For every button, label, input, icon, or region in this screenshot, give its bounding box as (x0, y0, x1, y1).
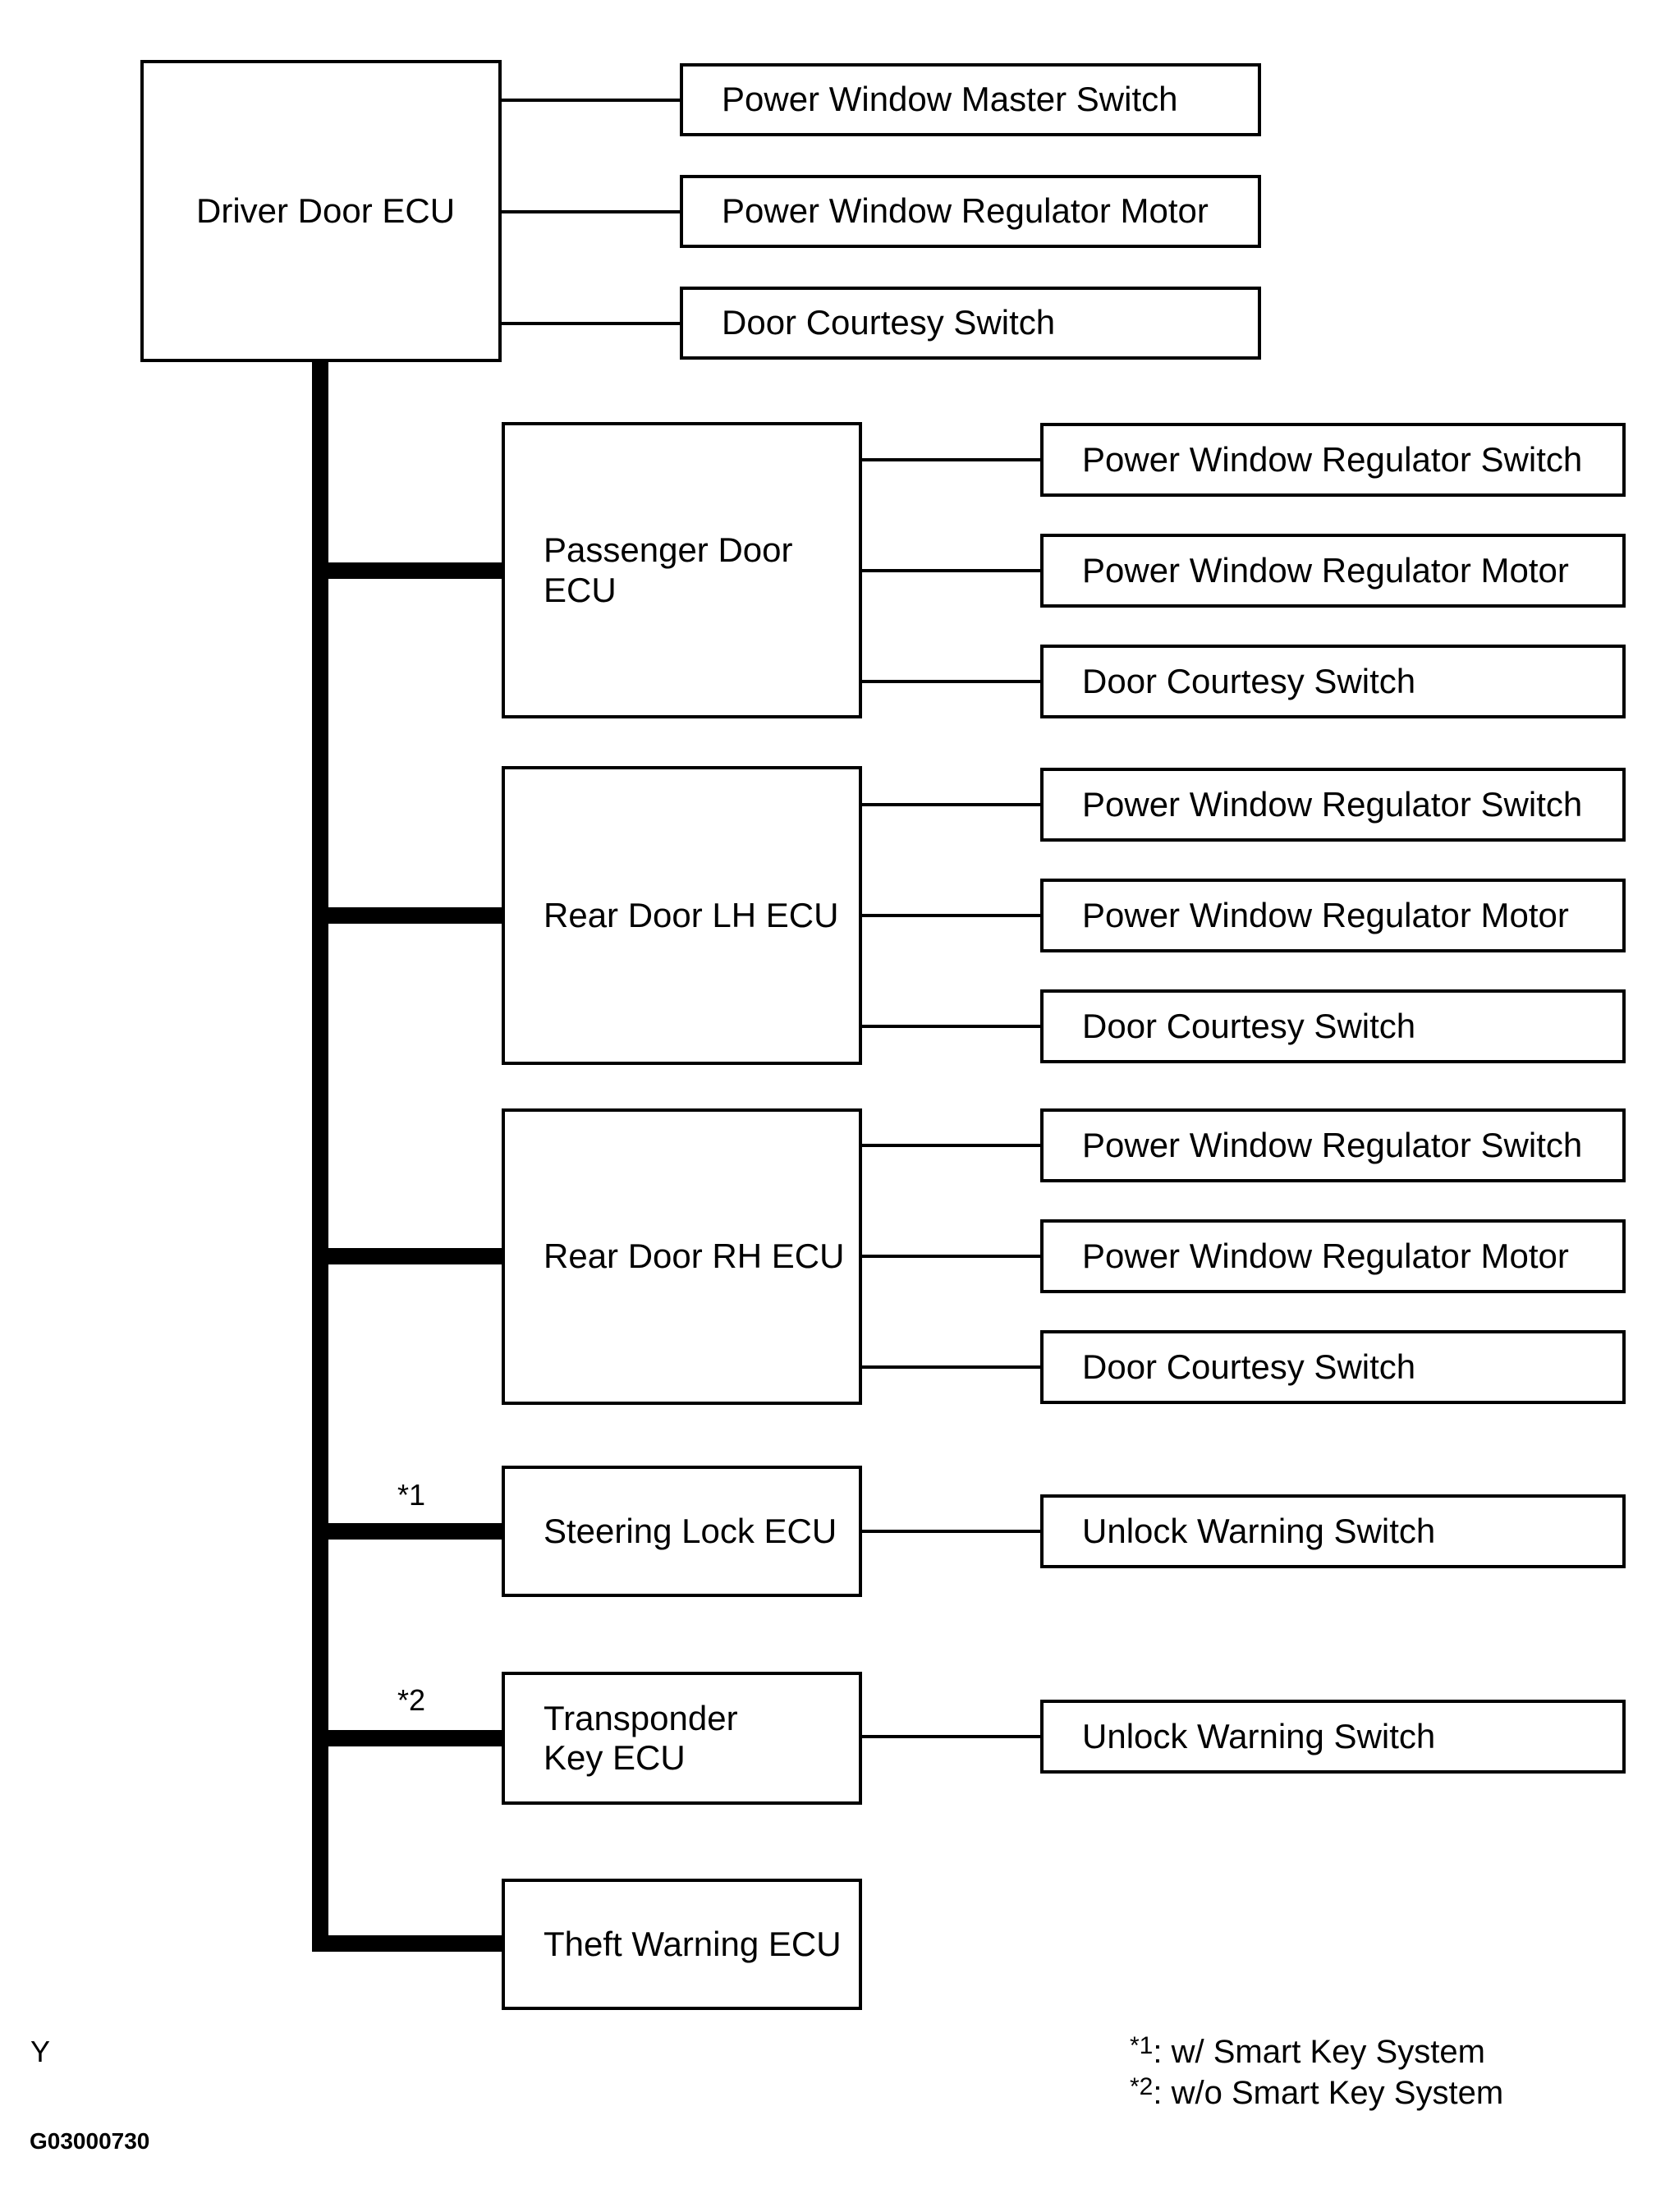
connector-line-driver-regulator-motor (502, 210, 680, 213)
component-box-rear-lh-power-window-regulator-motor: Power Window Regulator Motor (1040, 879, 1626, 952)
component-box-driver-door-courtesy-switch: Door Courtesy Switch (680, 287, 1261, 360)
component-label: Power Window Regulator Motor (1082, 1236, 1569, 1275)
component-box-power-window-master-switch: Power Window Master Switch (680, 63, 1261, 136)
component-box-rear-lh-door-courtesy-switch: Door Courtesy Switch (1040, 989, 1626, 1063)
component-label: Unlock Warning Switch (1082, 1716, 1436, 1755)
bus-branch-line-passenger-door (312, 562, 502, 579)
ecu-label-rear-door-lh: Rear Door LH ECU (544, 895, 839, 934)
ecu-label-passenger-door: Passenger Door ECU (544, 530, 793, 609)
bus-branch-line-transponder-key (312, 1730, 502, 1746)
bus-branch-line-steering-lock (312, 1523, 502, 1540)
bus-branch-line-theft-warning (312, 1935, 502, 1952)
legend-text: : w/o Smart Key System (1153, 2075, 1504, 2111)
ecu-label-steering-lock: Steering Lock ECU (544, 1511, 837, 1550)
connector-line-transponder-unlock-warning (862, 1735, 1040, 1738)
ecu-box-passenger-door: Passenger Door ECU (502, 422, 862, 718)
component-box-driver-power-window-regulator-motor: Power Window Regulator Motor (680, 175, 1261, 248)
component-box-transponder-unlock-warning-switch: Unlock Warning Switch (1040, 1700, 1626, 1774)
legend-text: : w/ Smart Key System (1153, 2034, 1485, 2070)
legend-item-no-smart-key: *2: w/o Smart Key System (1130, 2072, 1503, 2113)
connector-line-rear-lh-regulator-motor (862, 914, 1040, 917)
component-label: Power Window Regulator Motor (722, 191, 1209, 231)
ecu-box-rear-door-lh: Rear Door LH ECU (502, 766, 862, 1065)
figure-id: G03000730 (30, 2128, 150, 2154)
legend-marker: *2 (1130, 2073, 1154, 2100)
component-label: Door Courtesy Switch (1082, 661, 1416, 700)
component-label: Power Window Master Switch (722, 80, 1178, 119)
component-box-rear-rh-door-courtesy-switch: Door Courtesy Switch (1040, 1330, 1626, 1404)
component-label: Door Courtesy Switch (722, 303, 1056, 342)
component-label: Power Window Regulator Motor (1082, 895, 1569, 934)
connector-line-rear-rh-regulator-motor (862, 1255, 1040, 1258)
note-marker-steering-lock: *1 (397, 1478, 426, 1512)
component-label: Door Courtesy Switch (1082, 1347, 1416, 1386)
connector-line-rear-rh-courtesy-switch (862, 1365, 1040, 1369)
component-box-passenger-power-window-regulator-switch: Power Window Regulator Switch (1040, 423, 1626, 497)
legend: *1: w/ Smart Key System *2: w/o Smart Ke… (1130, 2031, 1503, 2113)
component-box-rear-lh-power-window-regulator-switch: Power Window Regulator Switch (1040, 768, 1626, 842)
page-marker: Y (30, 2035, 51, 2068)
connector-line-passenger-regulator-switch (862, 458, 1040, 461)
connector-line-passenger-regulator-motor (862, 569, 1040, 572)
bus-trunk-line (312, 362, 328, 1952)
ecu-box-rear-door-rh: Rear Door RH ECU (502, 1108, 862, 1405)
ecu-box-theft-warning: Theft Warning ECU (502, 1879, 862, 2010)
bus-branch-line-rear-door-rh (312, 1248, 502, 1264)
component-box-steering-unlock-warning-switch: Unlock Warning Switch (1040, 1494, 1626, 1568)
connector-line-rear-lh-courtesy-switch (862, 1025, 1040, 1028)
component-box-rear-rh-power-window-regulator-switch: Power Window Regulator Switch (1040, 1108, 1626, 1182)
ecu-label-transponder-key: Transponder Key ECU (544, 1698, 738, 1777)
ecu-box-steering-lock: Steering Lock ECU (502, 1466, 862, 1597)
bus-branch-line-rear-door-lh (312, 907, 502, 924)
ecu-box-driver-door: Driver Door ECU (140, 60, 502, 362)
component-label: Power Window Regulator Switch (1082, 1125, 1583, 1164)
component-label: Door Courtesy Switch (1082, 1006, 1416, 1045)
connector-line-passenger-courtesy-switch (862, 680, 1040, 683)
component-box-rear-rh-power-window-regulator-motor: Power Window Regulator Motor (1040, 1219, 1626, 1293)
connector-line-driver-master-switch (502, 99, 680, 102)
connector-line-rear-rh-regulator-switch (862, 1144, 1040, 1147)
ecu-box-transponder-key: Transponder Key ECU (502, 1672, 862, 1805)
connector-line-steering-unlock-warning (862, 1530, 1040, 1533)
legend-marker: *1 (1130, 2032, 1154, 2059)
component-label: Unlock Warning Switch (1082, 1511, 1436, 1550)
ecu-label-theft-warning: Theft Warning ECU (544, 1924, 842, 1963)
component-box-passenger-power-window-regulator-motor: Power Window Regulator Motor (1040, 534, 1626, 608)
connector-line-driver-courtesy-switch (502, 322, 680, 325)
ecu-label-rear-door-rh: Rear Door RH ECU (544, 1237, 845, 1276)
component-box-passenger-door-courtesy-switch: Door Courtesy Switch (1040, 645, 1626, 718)
component-label: Power Window Regulator Switch (1082, 784, 1583, 824)
component-label: Power Window Regulator Motor (1082, 550, 1569, 590)
legend-item-smart-key: *1: w/ Smart Key System (1130, 2031, 1503, 2072)
note-marker-transponder-key: *2 (397, 1683, 426, 1717)
component-label: Power Window Regulator Switch (1082, 439, 1583, 479)
ecu-label-driver-door: Driver Door ECU (196, 190, 456, 230)
connector-line-rear-lh-regulator-switch (862, 803, 1040, 806)
